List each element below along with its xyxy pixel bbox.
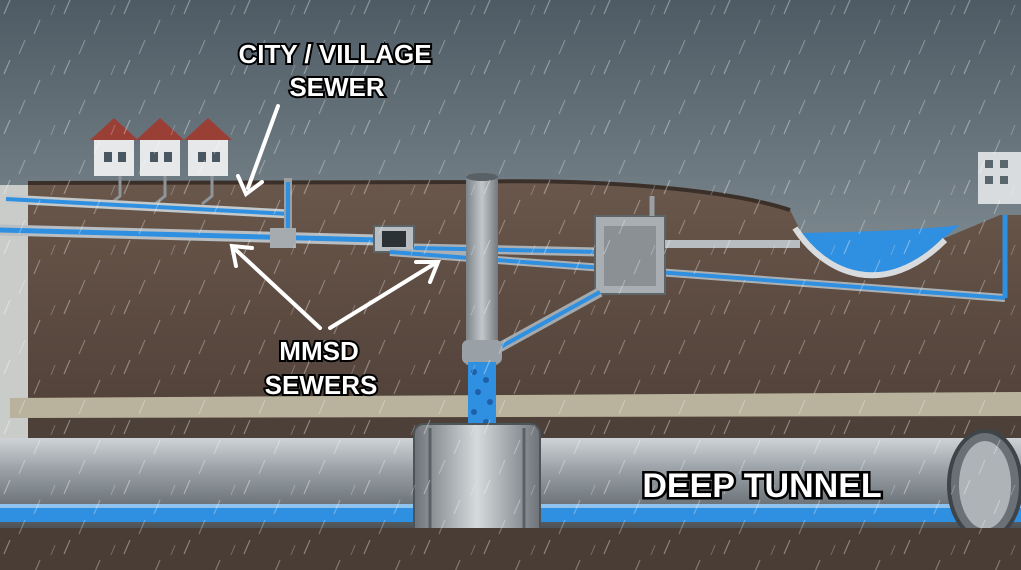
arrow-to-mmsd-interceptor bbox=[328, 262, 436, 330]
arrow-to-mmsd-trunk bbox=[234, 248, 322, 330]
arrow-head-city-sewer bbox=[236, 174, 264, 198]
city-sewer-label-line2: SEWER bbox=[289, 72, 385, 102]
arrow-head-mmsd-interceptor bbox=[414, 260, 441, 284]
mmsd-label-line1: MMSD bbox=[279, 336, 358, 366]
city-sewer-label-line1: CITY / VILLAGE bbox=[238, 39, 431, 69]
arrow-head-mmsd-trunk bbox=[229, 243, 254, 268]
callout-arrows bbox=[229, 104, 441, 330]
arrow-to-city-sewer bbox=[246, 104, 280, 190]
mmsd-label-line2: SEWERS bbox=[265, 370, 378, 400]
deep-tunnel-label: DEEP TUNNEL bbox=[642, 467, 881, 505]
